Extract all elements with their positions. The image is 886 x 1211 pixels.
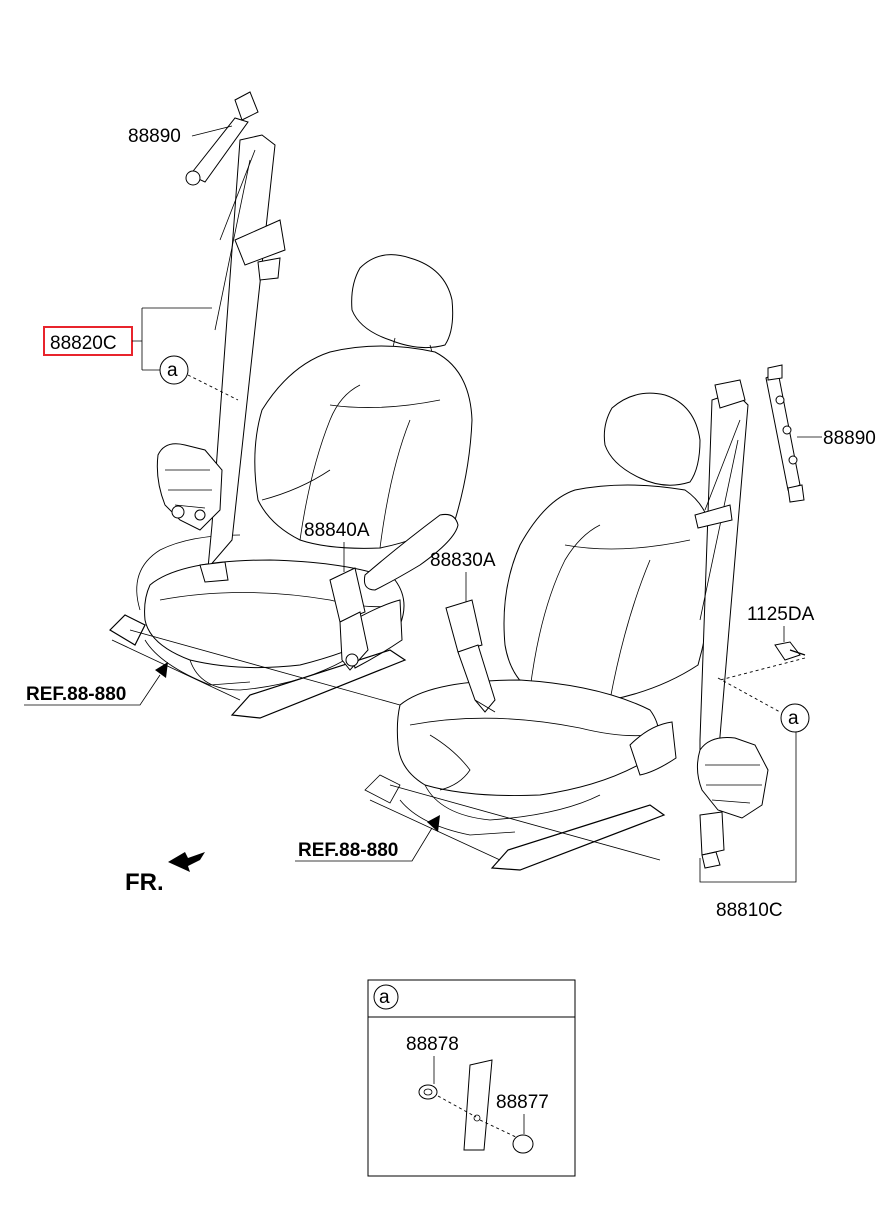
ref-88-880-left: REF.88-880 xyxy=(26,684,126,705)
label-88877: 88877 xyxy=(496,1092,549,1113)
arrow-icon xyxy=(155,662,168,678)
callout-a-left xyxy=(159,355,189,385)
callout-a-right-text: a xyxy=(788,708,799,729)
detail-marker-circle xyxy=(373,984,399,1010)
right-buckle-assembly xyxy=(445,599,496,713)
label-88840A: 88840A xyxy=(304,520,370,541)
callout-a-left-text: a xyxy=(167,360,178,381)
detail-marker-text: a xyxy=(379,987,390,1008)
right-seat-belt-assembly xyxy=(694,364,806,869)
ref-88-880-right: REF.88-880 xyxy=(298,840,398,861)
label-88890-left: 88890 xyxy=(128,126,181,147)
left-seat-belt-assembly xyxy=(156,91,286,583)
label-88830A: 88830A xyxy=(430,550,496,571)
arrow-icon xyxy=(427,815,440,832)
label-88878: 88878 xyxy=(406,1034,459,1055)
front-direction-label: FR. xyxy=(125,869,164,896)
plug-part xyxy=(512,1134,534,1154)
label-1125DA: 1125DA xyxy=(747,604,815,625)
label-88810C: 88810C xyxy=(716,900,783,921)
left-seat xyxy=(109,254,473,719)
detail-view-a: a 88878 88877 xyxy=(367,979,576,1177)
label-88890-right: 88890 xyxy=(823,428,876,449)
right-seat xyxy=(364,392,716,871)
label-88820C: 88820C xyxy=(50,333,117,354)
front-arrow-icon xyxy=(168,852,205,872)
left-buckle-assembly xyxy=(329,567,369,671)
callout-a-right xyxy=(780,703,810,733)
